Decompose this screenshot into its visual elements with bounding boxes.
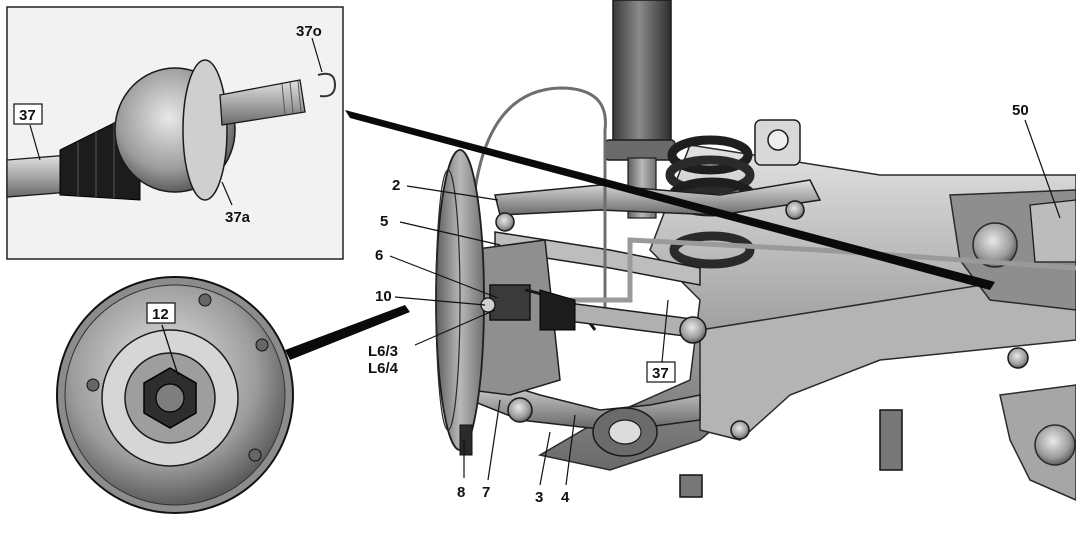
- inset-hub-hole: [86, 378, 100, 392]
- callout-3: 3: [535, 489, 543, 506]
- inset-callout-37: 37: [19, 107, 36, 124]
- brake-line: [473, 86, 607, 320]
- bushing: [679, 316, 707, 344]
- differential-component: [1029, 199, 1076, 263]
- inset-splines: [281, 80, 302, 115]
- speed-sensor: [489, 284, 531, 321]
- right-flange-hub: [1034, 424, 1076, 466]
- callout-50: 50: [1012, 102, 1029, 119]
- bracket: [879, 409, 903, 471]
- subframe-rail: [699, 269, 1076, 441]
- hub-connector: [285, 305, 410, 360]
- callout-8: 8: [457, 484, 465, 501]
- drive-shaft-boot: [539, 289, 576, 331]
- spring-seat-center: [608, 419, 642, 445]
- inset-hub-hole: [198, 293, 212, 307]
- inset-hub-leader: [161, 324, 179, 376]
- inset-callout-37o: 37o: [296, 23, 322, 40]
- pipe: [470, 237, 1076, 303]
- inset-callout-37-box: [13, 103, 43, 125]
- inset-boot-ribs: [77, 122, 115, 198]
- callout-6: 6: [375, 247, 383, 264]
- bushing: [507, 397, 533, 423]
- callout-l6-4: L6/4: [368, 360, 399, 377]
- inset-hub-hole: [248, 448, 262, 462]
- shock-collar: [604, 139, 676, 161]
- callout-37-box: [646, 361, 676, 383]
- bushing: [730, 420, 750, 440]
- bushing: [495, 212, 515, 232]
- callout-2: 2: [392, 177, 400, 194]
- callout-l6-3: L6/3: [368, 343, 398, 360]
- clip: [459, 424, 473, 456]
- inset-circlip: [317, 72, 337, 98]
- callout-7: 7: [482, 484, 490, 501]
- inset-leaders: [29, 37, 323, 206]
- housing-bolt-ring: [972, 222, 1018, 268]
- callout-37: 37: [652, 365, 669, 382]
- inset-callout-37a: 37a: [225, 209, 251, 226]
- inset-hub-hole: [255, 338, 269, 352]
- inset-callout-12-box: [146, 302, 176, 324]
- inset-connector: [345, 110, 995, 290]
- bracket: [679, 474, 703, 498]
- inset-flange-ring: [182, 59, 228, 201]
- bushing: [785, 200, 805, 220]
- callout-4: 4: [561, 489, 570, 506]
- inset-splined-shaft: [219, 79, 306, 126]
- brake-disc-inner: [435, 169, 461, 431]
- inset-hub: 12: [56, 276, 294, 514]
- leader-lines: [389, 119, 1061, 486]
- inset-callout-12: 12: [152, 306, 169, 323]
- top-mount-bolt: [767, 129, 789, 151]
- bushing: [1007, 347, 1029, 369]
- callout-10: 10: [375, 288, 392, 305]
- main-assembly: [435, 0, 1076, 501]
- inset-hub-nut-center: [155, 383, 185, 413]
- callout-5: 5: [380, 213, 388, 230]
- shock-absorber-tube: [612, 0, 672, 146]
- inset-drive-shaft: 37 37o 37a: [6, 6, 344, 260]
